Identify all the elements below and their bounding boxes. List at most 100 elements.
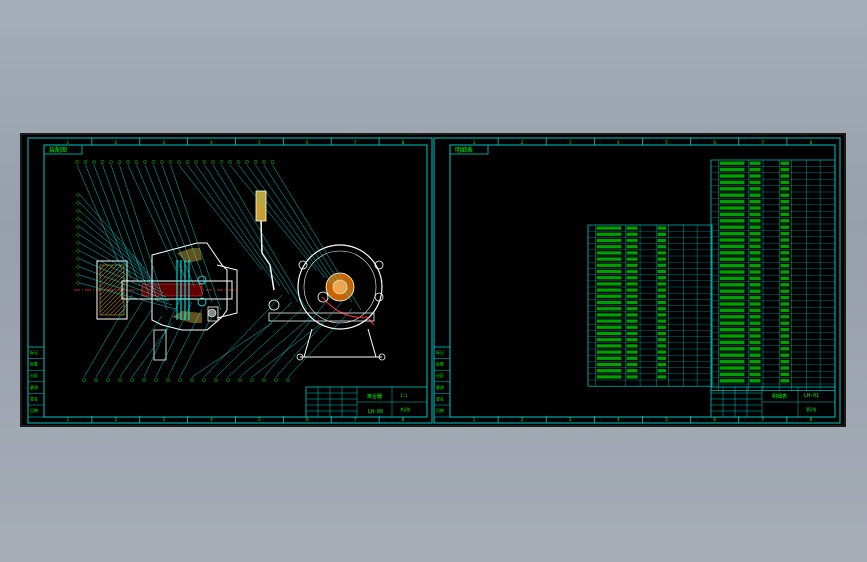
bom-cell-name xyxy=(596,369,622,373)
base-stand xyxy=(300,328,382,358)
bom-cell-qty xyxy=(780,359,790,364)
bom-cell-qty xyxy=(780,353,790,357)
bom-cell-qty xyxy=(780,167,790,172)
balloon-left xyxy=(76,193,80,197)
lever-grip xyxy=(255,190,267,222)
bom-cell-name xyxy=(719,334,745,338)
bom-cell-code xyxy=(749,244,761,249)
bom-cell-name xyxy=(596,269,622,274)
zone-number-top: 5 xyxy=(665,140,668,145)
bom-cell-name xyxy=(719,315,745,319)
leader-bottom xyxy=(203,294,283,378)
bom-cell-code xyxy=(749,315,761,319)
bom-cell-name xyxy=(596,288,622,292)
leader-bottom xyxy=(167,308,203,378)
bom-cell-name xyxy=(719,187,745,191)
zone-number-bottom: 7 xyxy=(354,417,357,422)
bom-cell-code xyxy=(749,212,761,217)
bom-cell-name xyxy=(719,263,745,268)
leader-bottom xyxy=(251,322,323,378)
leader-bottom xyxy=(143,294,183,378)
bom-cell-name xyxy=(596,375,622,379)
revision-label: 标记 xyxy=(30,349,38,355)
bom-cell-qty xyxy=(657,325,667,329)
left-title-block: 离合器 1:1 共2张 LH-00 xyxy=(305,386,428,418)
bom-cell-code xyxy=(626,238,638,243)
bom-cell-code xyxy=(749,327,761,332)
bom-cell-qty xyxy=(780,283,790,287)
balloon-top xyxy=(245,160,249,164)
bom-cell-code xyxy=(626,375,638,379)
bom-cell-code xyxy=(749,251,761,255)
bom-cell-code xyxy=(626,313,638,317)
leader-left xyxy=(79,282,176,310)
bom-cell-name xyxy=(596,245,622,249)
bom-cell-code xyxy=(749,199,761,204)
bom-cell-qty xyxy=(780,308,790,313)
balloon-top xyxy=(109,160,113,164)
zone-number-top: 3 xyxy=(162,140,165,145)
clutch-housing xyxy=(151,242,228,331)
bom-cell-qty xyxy=(657,269,667,274)
bom-cell-code xyxy=(626,257,638,261)
leader-left xyxy=(79,202,146,270)
balloon-top xyxy=(100,160,105,164)
housing-outer-circle xyxy=(297,244,383,330)
leader-top xyxy=(255,164,344,295)
leader-top xyxy=(93,164,141,287)
bom-cell-qty xyxy=(780,244,790,249)
bom-cell-name xyxy=(596,251,622,255)
bom-cell-qty xyxy=(657,375,667,379)
bom-cell-code xyxy=(626,307,638,311)
balloon-bottom xyxy=(130,378,134,382)
bom-cell-qty xyxy=(657,294,667,298)
balloon-bottom xyxy=(106,378,110,382)
balloon-top xyxy=(160,160,164,164)
bom-cell-qty xyxy=(657,350,667,354)
balloon-left xyxy=(76,257,80,261)
leader-top xyxy=(246,164,335,287)
leader-top xyxy=(76,164,123,271)
bom-cell-name xyxy=(719,270,745,274)
bom-cell-qty xyxy=(780,187,790,191)
bom-cell-name xyxy=(719,231,745,236)
bom-cell-code xyxy=(626,331,638,336)
leader-top xyxy=(238,164,326,279)
zone-number-bottom: 6 xyxy=(306,417,309,422)
housing-inner-circle xyxy=(303,250,377,324)
bom-cell-name xyxy=(596,338,622,342)
bom-cell-code xyxy=(749,263,761,268)
bom-cell-code xyxy=(749,161,761,165)
bolt-hole-1 xyxy=(298,260,308,270)
leader-top xyxy=(170,164,222,311)
revision-label: 标记 xyxy=(436,349,444,355)
leader-top xyxy=(110,164,159,303)
right-sheet-border xyxy=(433,137,841,424)
bom-cell-qty xyxy=(657,338,667,342)
bom-cell-code xyxy=(626,245,638,249)
bom-cell-qty xyxy=(657,300,667,305)
bom-cell-qty xyxy=(657,356,667,360)
balloon-top xyxy=(270,160,275,164)
zone-number-bottom: 8 xyxy=(402,417,405,422)
bom-cell-qty xyxy=(657,282,667,286)
leader-left xyxy=(79,226,155,282)
zone-number-bottom: 4 xyxy=(617,417,620,422)
bom-cell-code xyxy=(626,251,638,255)
bom-cell-qty xyxy=(780,174,790,178)
bom-cell-name xyxy=(596,276,622,280)
bom-cell-code xyxy=(749,302,761,306)
leader-bottom xyxy=(287,308,353,378)
balloon-top xyxy=(126,160,130,164)
zone-number-bottom: 7 xyxy=(762,417,765,422)
bom-cell-code xyxy=(626,356,638,360)
balloon-bottom xyxy=(178,378,182,382)
bom-cell-qty xyxy=(780,276,790,281)
bom-cell-name xyxy=(596,257,622,261)
bom-cell-name xyxy=(596,313,622,317)
bom-table-lower xyxy=(587,224,713,387)
balloon-left xyxy=(76,233,80,237)
bom-cell-name xyxy=(719,353,745,357)
bom-cell-name xyxy=(719,302,745,306)
